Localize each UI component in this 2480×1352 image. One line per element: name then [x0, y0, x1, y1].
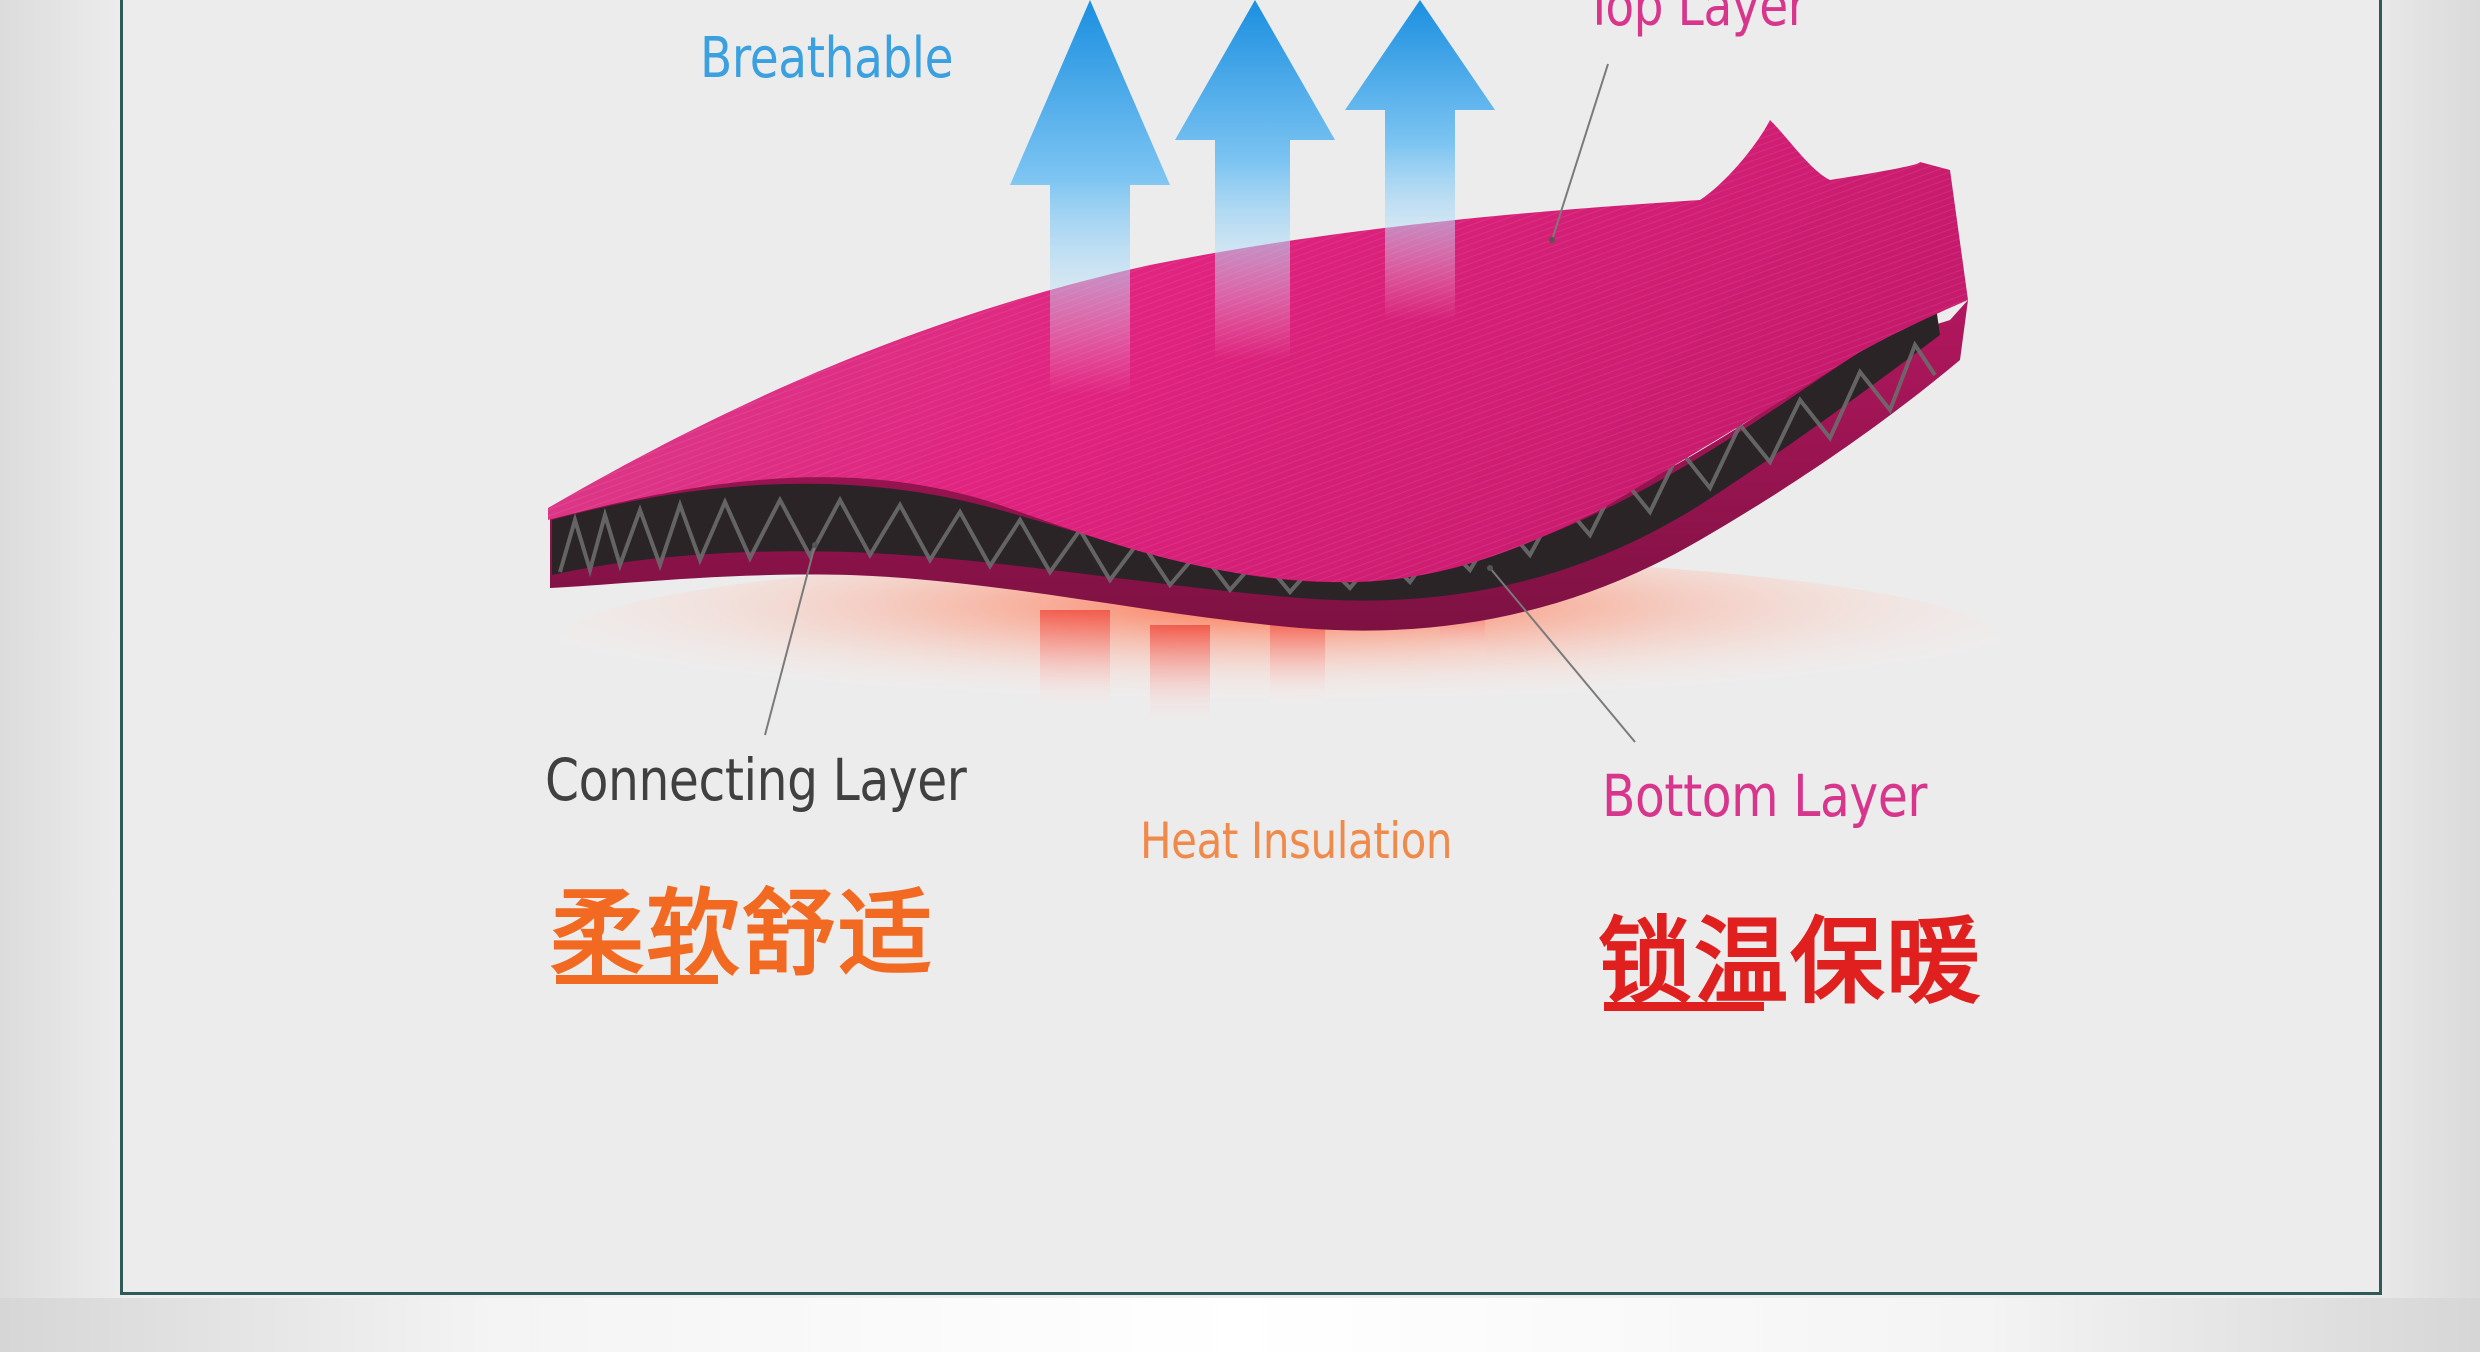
- caption-soft-comfortable: 柔软舒适: [550, 858, 934, 994]
- breathable-label: Breathable: [700, 26, 953, 91]
- top-layer-label: Top Layer: [1585, 0, 1807, 39]
- caption-right-underline: [1604, 1002, 1764, 1011]
- connecting-layer-label: Connecting Layer: [545, 746, 966, 814]
- caption-left-underline: [556, 975, 718, 984]
- bottom-layer-label: Bottom Layer: [1602, 762, 1927, 830]
- heat-insulation-label: Heat Insulation: [1140, 812, 1452, 870]
